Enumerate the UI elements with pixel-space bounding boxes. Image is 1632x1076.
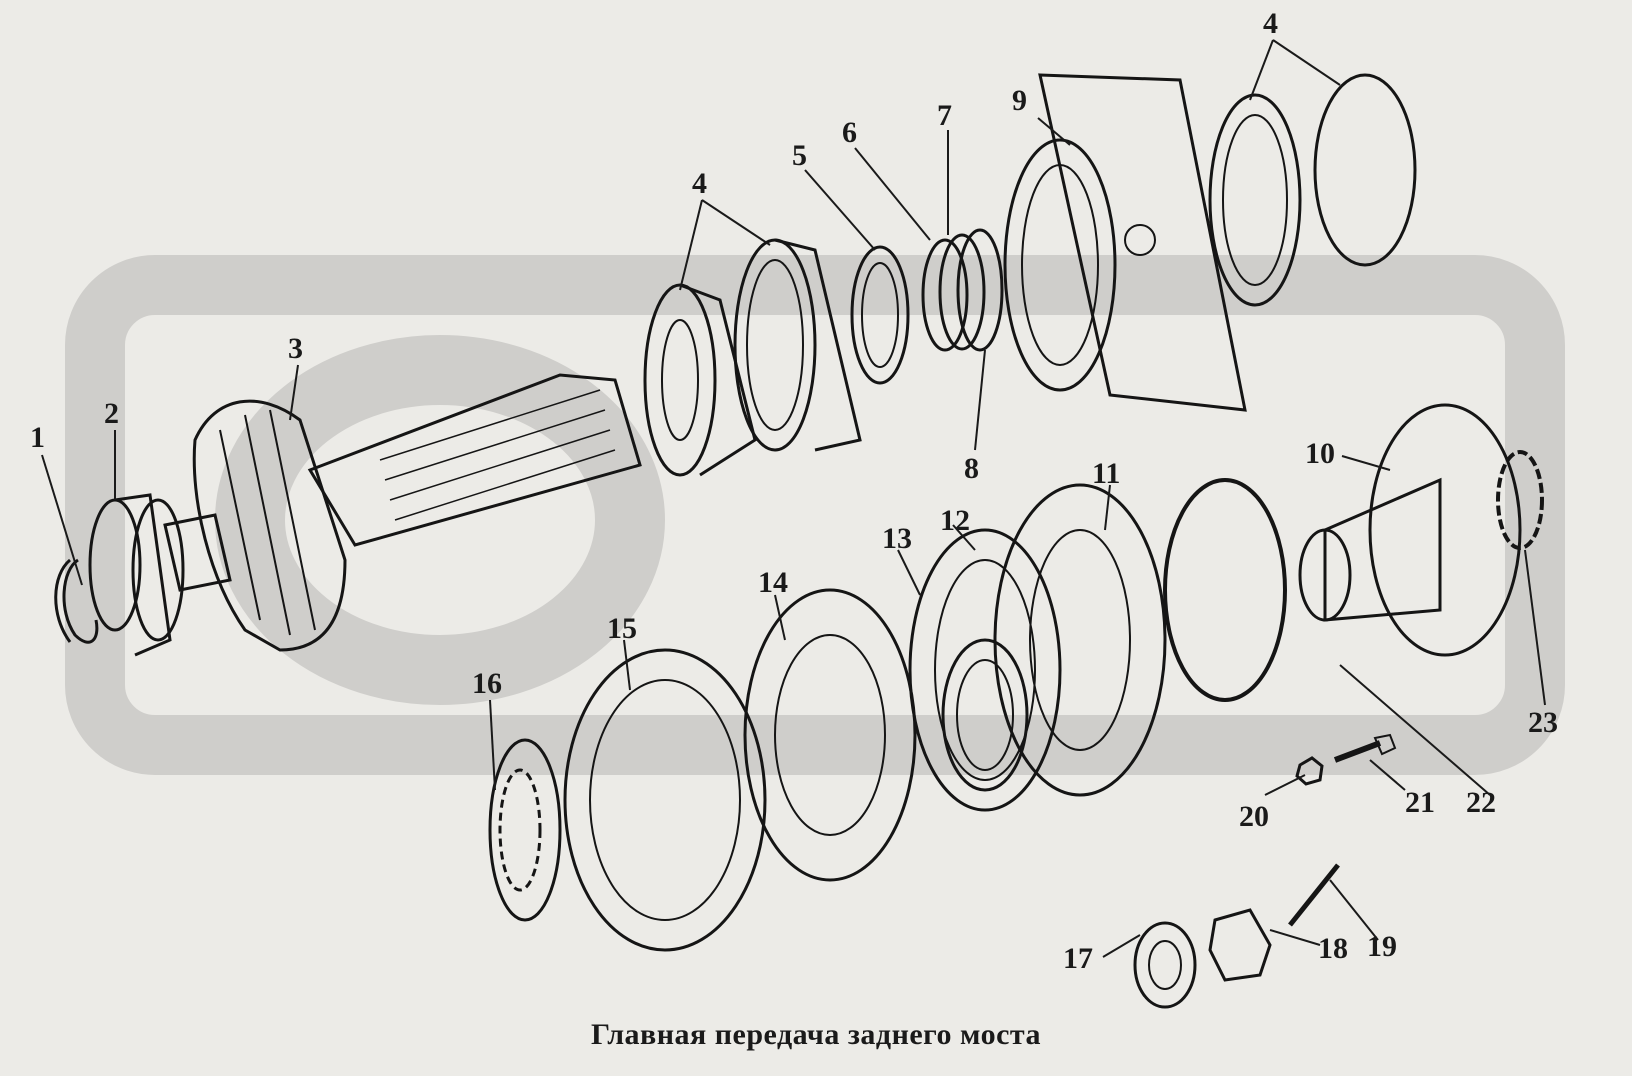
part-small-nut	[1295, 756, 1324, 786]
part-carrier-flange	[743, 588, 917, 882]
callout-22: 22	[1466, 786, 1496, 819]
part-lock-washer	[1496, 450, 1544, 550]
callout-1: 1	[30, 421, 45, 454]
part-outer-race-front	[733, 238, 862, 452]
part-bearing-housing	[1003, 73, 1247, 412]
part-snap-ring	[54, 558, 99, 644]
callout-13: 13	[882, 522, 912, 555]
callout-20: 20	[1239, 800, 1269, 833]
callout-11: 11	[1092, 457, 1120, 490]
callout-18: 18	[1318, 932, 1348, 965]
callout-2: 2	[104, 397, 119, 430]
watermark-logo	[65, 255, 1565, 775]
part-bearing-ring	[941, 638, 1029, 792]
part-cotter-pin	[1288, 863, 1340, 927]
callout-8: 8	[964, 452, 979, 485]
part-gasket	[563, 648, 767, 952]
part-splined-washer	[488, 738, 562, 922]
callout-labels: 1 2 3 4 4 5 6 7 8 9 10 11 12 13 14 15 16…	[30, 7, 1558, 975]
callout-12: 12	[940, 504, 970, 537]
callout-9: 9	[1012, 84, 1027, 117]
part-castle-nut	[1208, 908, 1272, 982]
part-rear-bearing	[1208, 73, 1417, 307]
part-flange-hub	[1298, 403, 1522, 657]
part-retaining-ring	[1163, 478, 1287, 702]
callout-3: 3	[288, 332, 303, 365]
callout-19: 19	[1367, 930, 1397, 963]
callout-6: 6	[842, 116, 857, 149]
callout-4-front: 4	[692, 167, 707, 200]
callout-15: 15	[607, 612, 637, 645]
part-bolt	[1333, 733, 1397, 763]
callout-16: 16	[472, 667, 502, 700]
callout-23: 23	[1528, 706, 1558, 739]
leader-lines	[41, 39, 1546, 958]
part-spacer-ring	[850, 245, 910, 385]
part-driven-gear	[993, 483, 1167, 797]
callout-17: 17	[1063, 942, 1093, 975]
callout-7: 7	[937, 99, 952, 132]
callout-21: 21	[1405, 786, 1435, 819]
callout-14: 14	[758, 566, 788, 599]
callout-4-rear: 4	[1263, 7, 1278, 40]
callout-5: 5	[792, 139, 807, 172]
part-drive-pinion	[163, 373, 642, 652]
callout-10: 10	[1305, 437, 1335, 470]
part-flat-washer	[1133, 921, 1197, 1009]
part-shim-set	[921, 228, 1004, 352]
part-gasket-ring	[908, 528, 1062, 812]
diagram-caption: Главная передача заднего моста	[590, 1018, 1041, 1051]
